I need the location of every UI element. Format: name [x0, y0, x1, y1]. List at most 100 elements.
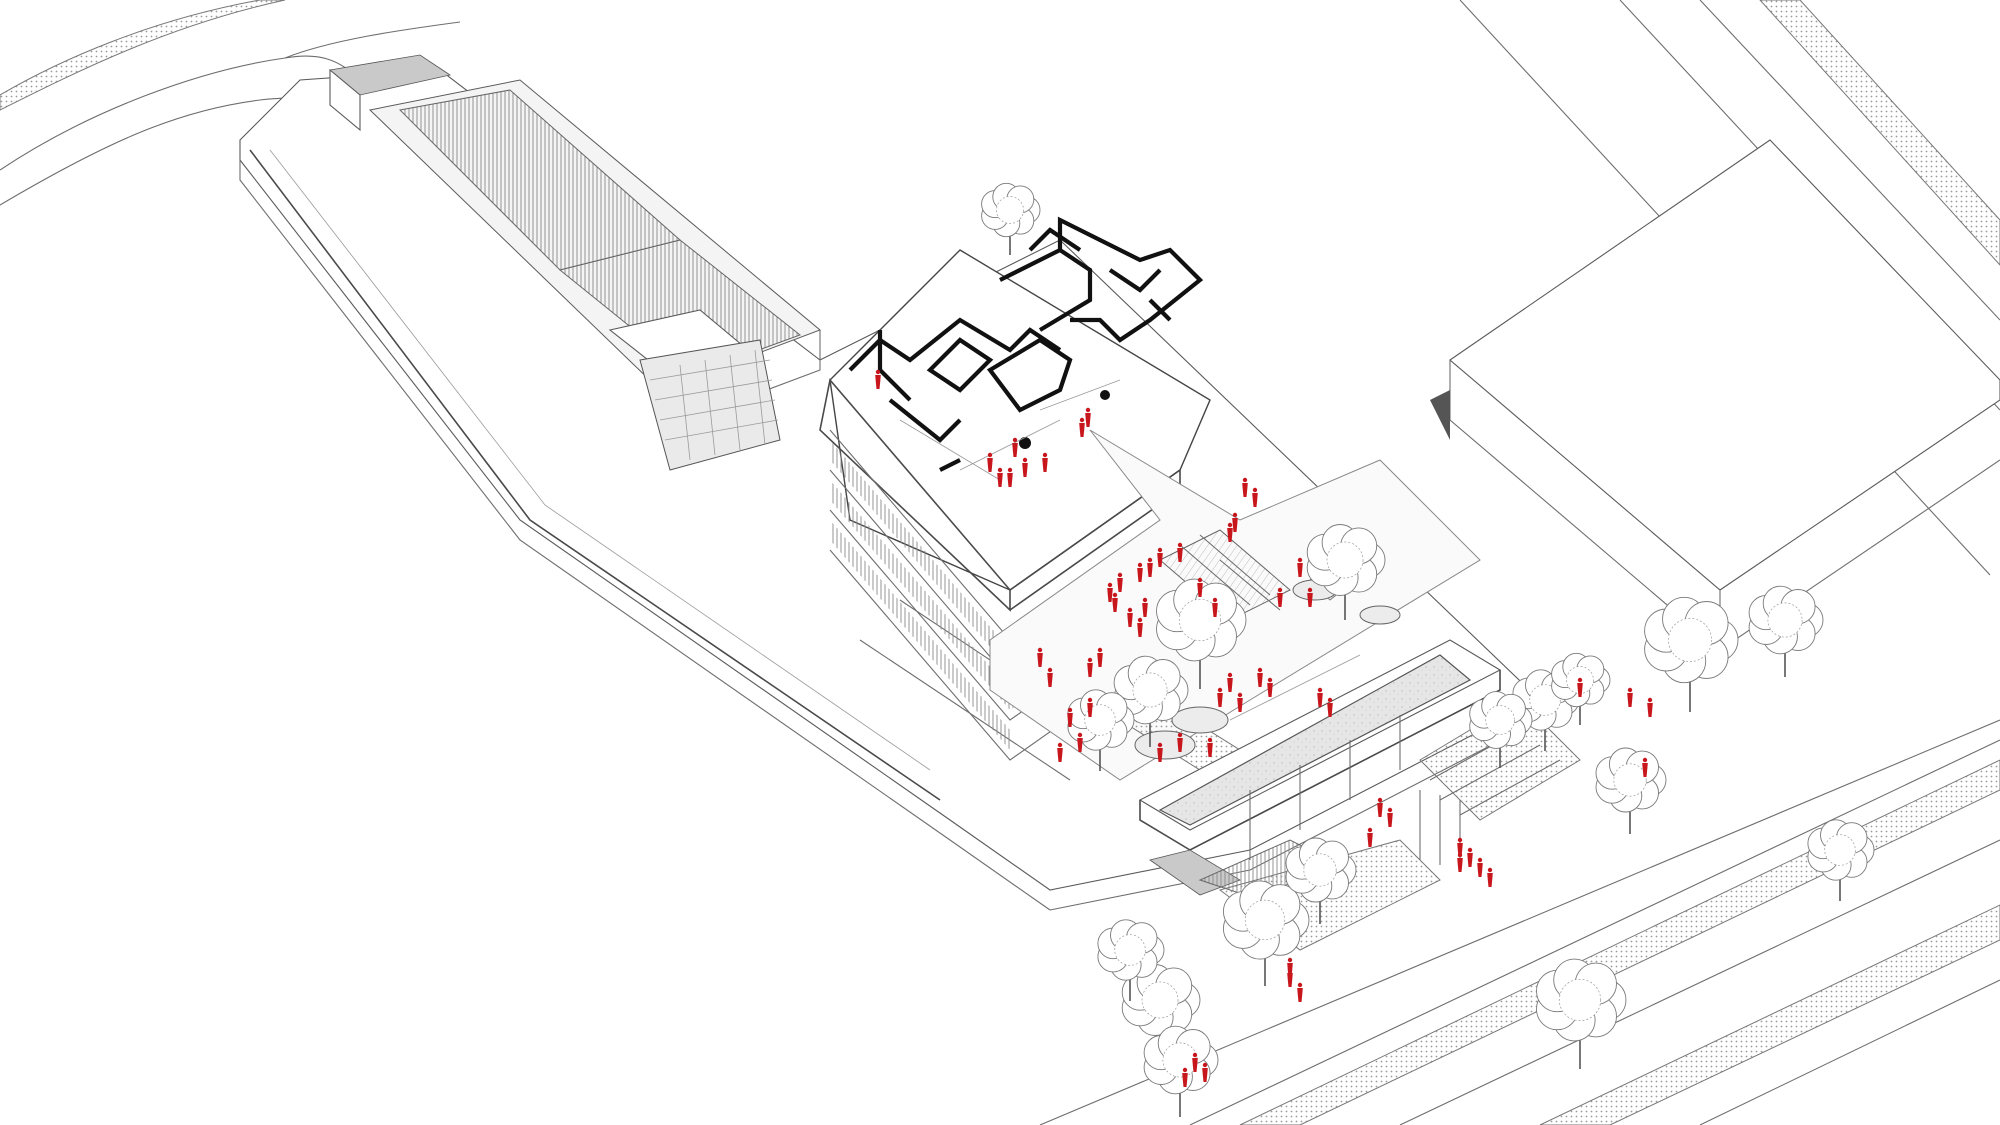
person-figure: [1577, 677, 1583, 697]
person-head: [1022, 457, 1028, 463]
person-head: [1227, 522, 1233, 528]
person-body: [1287, 963, 1293, 977]
person-body: [1237, 698, 1243, 712]
tree-canopy-core: [1162, 1042, 1198, 1078]
tree: [1097, 919, 1165, 1001]
tree-canopy-core: [1668, 618, 1712, 662]
person-figure: [1157, 742, 1163, 762]
person-figure: [1237, 692, 1243, 712]
person-figure: [1232, 512, 1238, 532]
person-head: [1107, 582, 1113, 588]
person-body: [1112, 598, 1118, 612]
person-figure: [1037, 647, 1043, 667]
person-figure: [1297, 557, 1303, 577]
person-figure: [997, 467, 1003, 487]
tree-canopy-core: [1132, 672, 1168, 708]
person-figure: [1212, 597, 1218, 617]
person-body: [1079, 423, 1085, 437]
person-head: [1157, 742, 1163, 748]
person-head: [1012, 437, 1018, 443]
person-body: [1097, 653, 1103, 667]
person-head: [1117, 572, 1123, 578]
tree-canopy-core: [1767, 602, 1803, 638]
person-body: [1207, 743, 1213, 757]
person-figure: [1127, 607, 1133, 627]
person-figure: [1112, 592, 1118, 612]
tree-canopy-core: [1485, 705, 1515, 735]
person-body: [875, 375, 881, 389]
person-body: [1147, 563, 1153, 577]
tree: [1121, 964, 1201, 1060]
person-body: [1057, 748, 1063, 762]
person-body: [1127, 613, 1133, 627]
person-body: [1142, 603, 1148, 617]
tree: [1156, 578, 1247, 689]
person-body: [1297, 988, 1303, 1002]
person-head: [1087, 697, 1093, 703]
person-figure: [1197, 577, 1203, 597]
person-figure: [1137, 562, 1143, 582]
person-figure: [1007, 467, 1013, 487]
tree-canopy-core: [1244, 899, 1286, 941]
person-head: [1317, 687, 1323, 693]
person-body: [1007, 473, 1013, 487]
context-road-top-left: [0, 0, 461, 206]
person-figure: [1642, 757, 1648, 777]
person-head: [1252, 487, 1258, 493]
person-head: [1307, 587, 1313, 593]
person-head: [1327, 697, 1333, 703]
tree-canopy-core: [1303, 853, 1337, 887]
person-head: [1097, 647, 1103, 653]
tree: [1748, 585, 1824, 677]
person-body: [1377, 803, 1383, 817]
person-body: [1047, 673, 1053, 687]
person-head: [1257, 667, 1263, 673]
person-body: [1037, 653, 1043, 667]
tree: [1113, 655, 1189, 747]
person-head: [1227, 672, 1233, 678]
person-figure: [1627, 687, 1633, 707]
person-head: [1377, 797, 1383, 803]
tree-canopy-core: [1529, 684, 1561, 716]
tree: [1067, 689, 1135, 771]
tree: [1222, 880, 1310, 986]
person-figure: [1192, 1052, 1198, 1072]
person-body: [997, 473, 1003, 487]
tree: [1285, 837, 1357, 924]
person-head: [1457, 837, 1463, 843]
person-body: [1642, 763, 1648, 777]
person-body: [1077, 738, 1083, 752]
person-head: [1192, 1052, 1198, 1058]
tree: [1595, 747, 1667, 834]
trees-layer: [981, 182, 1875, 1117]
person-head: [1137, 617, 1143, 623]
person-head: [1267, 677, 1273, 683]
person-head: [1237, 692, 1243, 698]
person-head: [1297, 557, 1303, 563]
person-figure: [1137, 617, 1143, 637]
person-body: [987, 458, 993, 472]
tree-canopy-core: [1326, 541, 1364, 579]
person-body: [1487, 873, 1493, 887]
person-figure: [1042, 452, 1048, 472]
person-head: [1157, 547, 1163, 553]
person-head: [1477, 857, 1483, 863]
person-figure: [1307, 587, 1313, 607]
people-layer: [875, 369, 1653, 1087]
person-body: [1307, 593, 1313, 607]
person-body: [1297, 563, 1303, 577]
person-figure: [1202, 1062, 1208, 1082]
person-body: [1277, 593, 1283, 607]
tree-canopy-core: [1178, 598, 1222, 642]
tree-canopy-core: [996, 196, 1024, 224]
person-head: [1627, 687, 1633, 693]
person-body: [1177, 548, 1183, 562]
person-figure: [1367, 827, 1373, 847]
person-body: [1157, 748, 1163, 762]
person-figure: [1477, 857, 1483, 877]
person-head: [1297, 982, 1303, 988]
person-figure: [1647, 697, 1653, 717]
person-body: [1192, 1058, 1198, 1072]
tree-canopy-core: [1114, 934, 1146, 966]
